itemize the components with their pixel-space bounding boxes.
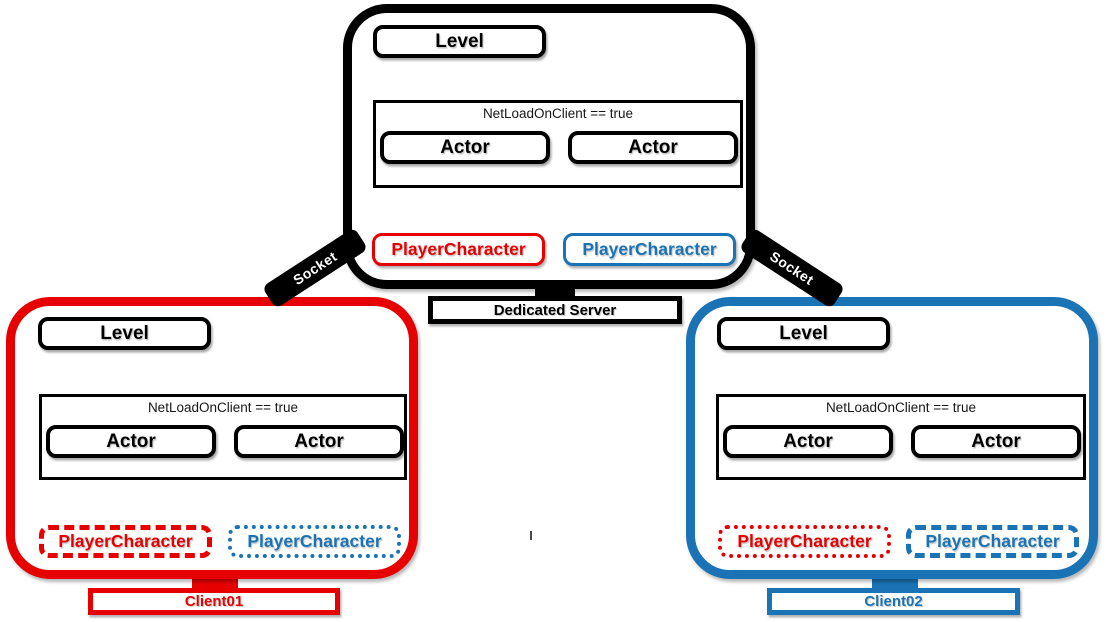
client01-actor-box-1: Actor (46, 425, 216, 458)
server-player-character-red: PlayerCharacter (372, 233, 545, 266)
client02-player-character-blue: PlayerCharacter (906, 525, 1079, 558)
client01-actor-box-2: Actor (234, 425, 404, 458)
client02-caption: Client02 (767, 588, 1020, 615)
client02-netload-condition-label: NetLoadOnClient == true (825, 400, 977, 415)
client02-level-box: Level (717, 317, 890, 350)
client01-netload-container: NetLoadOnClient == true Actor Actor (39, 394, 407, 480)
client01-box: Level NetLoadOnClient == true Actor Acto… (6, 297, 418, 579)
dedicated-server-box: Level NetLoadOnClient == true Actor Acto… (343, 4, 755, 289)
server-netload-container: NetLoadOnClient == true Actor Actor (373, 100, 743, 188)
client02-netload-container: NetLoadOnClient == true Actor Actor (716, 394, 1086, 480)
server-netload-condition-label: NetLoadOnClient == true (482, 106, 634, 121)
client02-player-character-red: PlayerCharacter (718, 525, 891, 558)
server-actor-box-2: Actor (568, 131, 738, 164)
client02-actor-box-1: Actor (723, 425, 893, 458)
client01-player-character-red: PlayerCharacter (39, 525, 212, 558)
client01-level-box: Level (38, 317, 211, 350)
client01-player-character-blue: PlayerCharacter (228, 525, 401, 558)
client01-netload-condition-label: NetLoadOnClient == true (147, 400, 299, 415)
server-player-character-blue: PlayerCharacter (563, 233, 736, 266)
server-actor-box-1: Actor (380, 131, 550, 164)
client02-actor-box-2: Actor (911, 425, 1081, 458)
client01-caption: Client01 (88, 588, 340, 615)
stray-tick-mark (530, 531, 532, 540)
server-level-box: Level (373, 25, 546, 58)
client02-box: Level NetLoadOnClient == true Actor Acto… (686, 297, 1098, 579)
server-caption: Dedicated Server (428, 296, 682, 324)
